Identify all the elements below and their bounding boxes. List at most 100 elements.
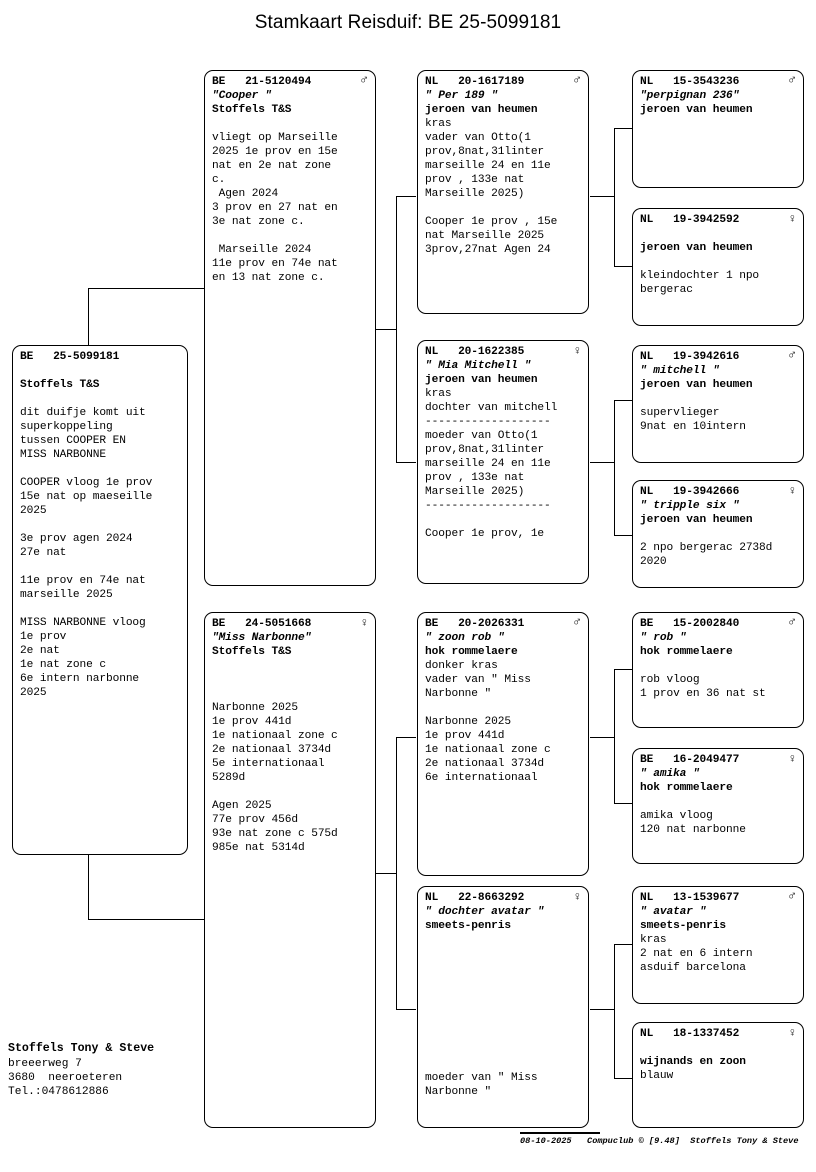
- pedigree-box-subject[interactable]: BE 25-5099181 Stoffels T&S dit duifje ko…: [12, 345, 188, 855]
- spacer: [425, 933, 581, 1071]
- pedigree-box-dam[interactable]: ♀ BE 24-5051668 "Miss Narbonne" Stoffels…: [204, 612, 376, 1128]
- g4-5-ring-number: BE 15-2002840: [640, 618, 740, 630]
- g3c-notes: donker kras vader van " Miss Narbonne " …: [425, 660, 551, 784]
- connector-subject-to-sire: [88, 288, 204, 290]
- footer-credit: 08-10-2025 Compuclub © [9.48] Stoffels T…: [520, 1136, 799, 1146]
- g3b-owner: jeroen van heumen: [425, 374, 538, 386]
- sex-icon-male: ♂: [573, 72, 581, 87]
- g4-2-notes: kleindochter 1 npo bergerac: [640, 270, 760, 296]
- g3b-nickname: " Mia Mitchell ": [425, 360, 531, 372]
- spacer: [640, 227, 796, 241]
- connector-g3c-to-g4-5: [614, 669, 632, 671]
- footer-rule: [520, 1132, 600, 1134]
- g4-2-ring-number: NL 19-3942592: [640, 214, 740, 226]
- g3c-nickname: " zoon rob ": [425, 632, 505, 644]
- connector-g3c-to-g4-6: [614, 803, 632, 805]
- spacer: [20, 392, 180, 406]
- connector-g3a-stub: [590, 196, 614, 198]
- spacer: [640, 795, 796, 809]
- spacer: [20, 364, 180, 378]
- connector-g3d-to-g4-8: [614, 1078, 632, 1080]
- pedigree-box-g4-3[interactable]: ♂ NL 19-3942616 " mitchell " jeroen van …: [632, 345, 804, 463]
- pedigree-box-g3-sire-sire[interactable]: ♂ NL 20-1617189 " Per 189 " jeroen van h…: [417, 70, 589, 314]
- spacer: [640, 392, 796, 406]
- connector-dam-stub: [376, 873, 396, 875]
- connector-sire-stub: [376, 329, 396, 331]
- pedigree-box-sire[interactable]: ♂ BE 21-5120494 "Cooper " Stoffels T&S v…: [204, 70, 376, 586]
- pedigree-box-g4-1[interactable]: ♂ NL 15-3543236 "perpignan 236" jeroen v…: [632, 70, 804, 188]
- sex-icon-male: ♂: [573, 614, 581, 629]
- g4-3-owner: jeroen van heumen: [640, 379, 753, 391]
- g3a-ring-number: NL 20-1617189: [425, 76, 525, 88]
- g4-1-owner: jeroen van heumen: [640, 104, 753, 116]
- g3d-ring-number: NL 22-8663292: [425, 892, 525, 904]
- g4-1-nickname: "perpignan 236": [640, 90, 740, 102]
- sex-icon-male: ♂: [788, 614, 796, 629]
- connector-g3a-to-g4-2: [614, 266, 632, 268]
- sex-icon-male: ♂: [788, 347, 796, 362]
- g4-1-ring-number: NL 15-3543236: [640, 76, 740, 88]
- pedigree-box-g4-7[interactable]: ♂ NL 13-1539677 " avatar " smeets-penris…: [632, 886, 804, 1004]
- g3d-notes: moeder van " Miss Narbonne ": [425, 1072, 538, 1098]
- sire-owner: Stoffels T&S: [212, 104, 292, 116]
- spacer: [212, 117, 368, 131]
- subject-owner: Stoffels T&S: [20, 379, 100, 391]
- g3a-nickname: " Per 189 ": [425, 90, 498, 102]
- connector-g3a-to-g4-1: [614, 128, 632, 130]
- g4-6-ring-number: BE 16-2049477: [640, 754, 740, 766]
- connector-dam-to-g3c: [396, 737, 416, 739]
- page-title: Stamkaart Reisduif: BE 25-5099181: [254, 12, 562, 33]
- g4-6-owner: hok rommelaere: [640, 782, 733, 794]
- connector-subject-to-dam: [88, 919, 204, 921]
- connector-g3b-to-g4-3: [614, 400, 632, 402]
- g4-7-ring-number: NL 13-1539677: [640, 892, 740, 904]
- pedigree-box-g3-sire-dam[interactable]: ♀ NL 20-1622385 " Mia Mitchell " jeroen …: [417, 340, 589, 584]
- sex-icon-female: ♀: [788, 1026, 796, 1040]
- sex-icon-female: ♀: [573, 344, 581, 358]
- pedigree-box-g4-6[interactable]: ♀ BE 16-2049477 " amika " hok rommelaere…: [632, 748, 804, 864]
- spacer: [640, 659, 796, 673]
- sex-icon-male: ♂: [788, 888, 796, 903]
- sex-icon-female: ♀: [360, 616, 368, 630]
- pedigree-box-g3-dam-dam[interactable]: ♀ NL 22-8663292 " dochter avatar " smeet…: [417, 886, 589, 1128]
- pedigree-box-g4-2[interactable]: ♀ NL 19-3942592 jeroen van heumen kleind…: [632, 208, 804, 326]
- breeder-info: Stoffels Tony & Steve breeerweg 7 3680 n…: [8, 1040, 208, 1099]
- subject-ring-number: BE 25-5099181: [20, 351, 120, 363]
- g4-5-notes: rob vloog 1 prov en 36 nat st: [640, 674, 766, 700]
- sex-icon-female: ♀: [573, 890, 581, 904]
- dam-ring-number: BE 24-5051668: [212, 618, 312, 630]
- g4-4-notes: 2 npo bergerac 2738d 2020: [640, 542, 773, 568]
- g3a-notes: kras vader van Otto(1 prov,8nat,31linter…: [425, 118, 558, 256]
- pedigree-box-g4-4[interactable]: ♀ NL 19-3942666 " tripple six " jeroen v…: [632, 480, 804, 588]
- subject-notes: dit duifje komt uit superkoppeling tusse…: [20, 407, 153, 699]
- g4-3-nickname: " mitchell ": [640, 365, 720, 377]
- g4-7-owner: smeets-penris: [640, 920, 726, 932]
- g3d-owner: smeets-penris: [425, 920, 511, 932]
- g4-3-ring-number: NL 19-3942616: [640, 351, 740, 363]
- g3a-owner: jeroen van heumen: [425, 104, 538, 116]
- pedigree-box-g4-5[interactable]: ♂ BE 15-2002840 " rob " hok rommelaere r…: [632, 612, 804, 728]
- g4-2-owner: jeroen van heumen: [640, 242, 753, 254]
- breeder-name: Stoffels Tony & Steve: [8, 1042, 155, 1055]
- g4-6-nickname: " amika ": [640, 768, 700, 780]
- dam-owner: Stoffels T&S: [212, 646, 292, 658]
- g4-4-owner: jeroen van heumen: [640, 514, 753, 526]
- spacer: [640, 255, 796, 269]
- spacer: [640, 527, 796, 541]
- connector-g3b-stub: [590, 462, 614, 464]
- sex-icon-female: ♀: [788, 212, 796, 226]
- breeder-address: breeerweg 7 3680 neeroeteren Tel.:047861…: [8, 1058, 123, 1098]
- g4-7-nickname: " avatar ": [640, 906, 707, 918]
- g4-3-notes: supervlieger 9nat en 10intern: [640, 407, 746, 433]
- sire-ring-number: BE 21-5120494: [212, 76, 312, 88]
- pedigree-box-g3-dam-sire[interactable]: ♂ BE 20-2026331 " zoon rob " hok rommela…: [417, 612, 589, 876]
- pedigree-box-g4-8[interactable]: ♀ NL 18-1337452 wijnands en zoon blauw: [632, 1022, 804, 1128]
- sex-icon-female: ♀: [788, 752, 796, 766]
- g4-8-ring-number: NL 18-1337452: [640, 1028, 740, 1040]
- g4-8-owner: wijnands en zoon: [640, 1056, 746, 1068]
- g4-7-notes: kras 2 nat en 6 intern asduif barcelona: [640, 934, 753, 974]
- g4-6-notes: amika vloog 120 nat narbonne: [640, 810, 746, 836]
- g3c-owner: hok rommelaere: [425, 646, 518, 658]
- g4-4-ring-number: NL 19-3942666: [640, 486, 740, 498]
- connector-g3d-stub: [590, 1009, 614, 1011]
